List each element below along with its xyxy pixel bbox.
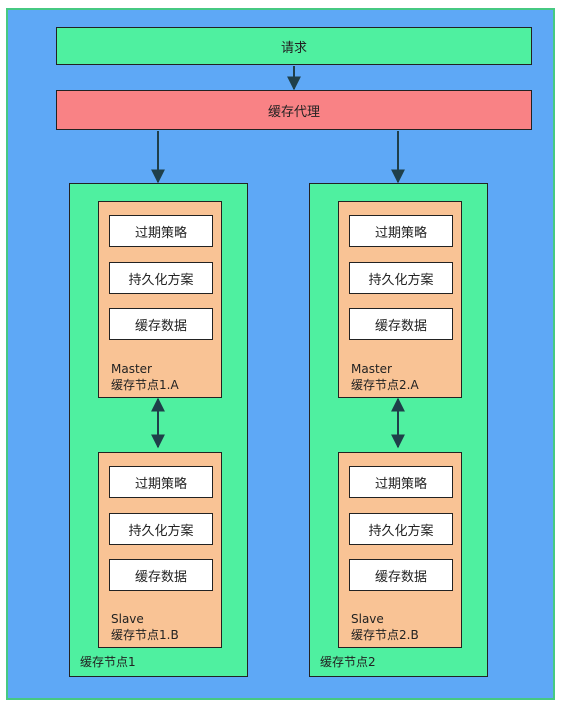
node-caption: Slave 缓存节点2.B <box>351 611 419 643</box>
cache-group-2: 过期策略 持久化方案 缓存数据 Master 缓存节点2.A 过期策略 持久化方… <box>309 183 488 677</box>
cache-data-item: 缓存数据 <box>349 559 453 591</box>
node-caption: Slave 缓存节点1.B <box>111 611 179 643</box>
cache-proxy-box: 缓存代理 <box>56 90 532 130</box>
node-name: 缓存节点2.B <box>351 628 419 642</box>
request-box: 请求 <box>56 27 532 65</box>
node-role: Master <box>111 362 152 376</box>
cache-data-item: 缓存数据 <box>109 308 213 340</box>
cache-proxy-label: 缓存代理 <box>267 104 320 120</box>
node-name: 缓存节点1.A <box>111 378 179 392</box>
slave-node-1: 过期策略 持久化方案 缓存数据 Slave 缓存节点1.B <box>98 452 222 648</box>
master-node-1: 过期策略 持久化方案 缓存数据 Master 缓存节点1.A <box>98 201 222 398</box>
cache-data-item: 缓存数据 <box>109 559 213 591</box>
slave-node-2: 过期策略 持久化方案 缓存数据 Slave 缓存节点2.B <box>338 452 462 648</box>
persistence-scheme-item: 持久化方案 <box>349 262 453 294</box>
cache-group-1: 过期策略 持久化方案 缓存数据 Master 缓存节点1.A 过期策略 持久化方… <box>69 183 248 677</box>
group-label: 缓存节点1 <box>80 655 136 669</box>
node-caption: Master 缓存节点1.A <box>111 361 179 393</box>
request-label: 请求 <box>280 40 307 56</box>
persistence-scheme-item: 持久化方案 <box>109 513 213 545</box>
node-caption: Master 缓存节点2.A <box>351 361 419 393</box>
node-name: 缓存节点2.A <box>351 378 419 392</box>
persistence-scheme-item: 持久化方案 <box>349 513 453 545</box>
node-name: 缓存节点1.B <box>111 628 179 642</box>
expiration-policy-item: 过期策略 <box>349 466 453 498</box>
node-role: Slave <box>111 612 144 626</box>
node-role: Master <box>351 362 392 376</box>
node-role: Slave <box>351 612 384 626</box>
expiration-policy-item: 过期策略 <box>109 466 213 498</box>
persistence-scheme-item: 持久化方案 <box>109 262 213 294</box>
group-label: 缓存节点2 <box>320 655 376 669</box>
expiration-policy-item: 过期策略 <box>109 215 213 247</box>
expiration-policy-item: 过期策略 <box>349 215 453 247</box>
cache-data-item: 缓存数据 <box>349 308 453 340</box>
master-node-2: 过期策略 持久化方案 缓存数据 Master 缓存节点2.A <box>338 201 462 398</box>
